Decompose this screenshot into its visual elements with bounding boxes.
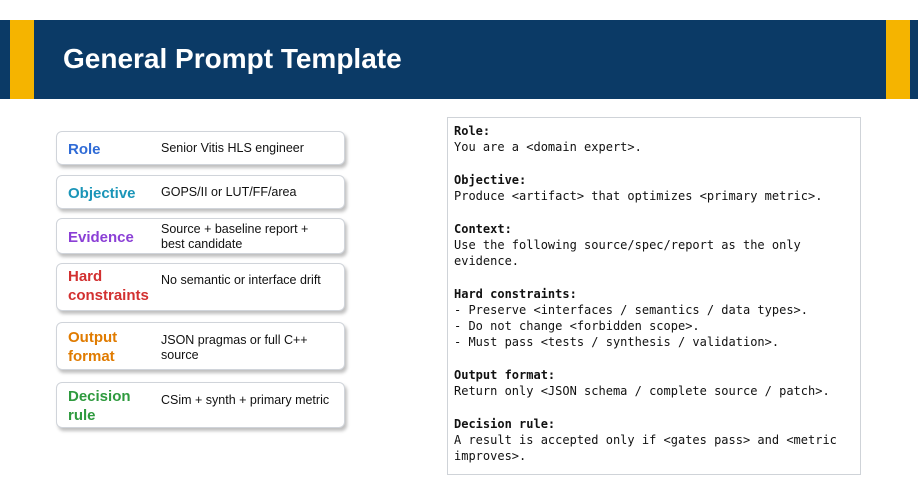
- output-format-label: Output format: [68, 329, 118, 365]
- role-section: Role: You are a <domain expert>.: [454, 123, 854, 155]
- objective-text: Produce <artifact> that optimizes <prima…: [454, 189, 823, 203]
- constraints-heading: Hard constraints:: [454, 287, 577, 301]
- title-banner: General Prompt Template: [0, 20, 918, 99]
- decision-section: Decision rule: A result is accepted only…: [454, 416, 854, 464]
- role-heading: Role:: [454, 124, 491, 138]
- constraint-line: - Do not change <forbidden scope>.: [454, 319, 700, 333]
- role-card: Role Senior Vitis HLS engineer: [56, 131, 345, 165]
- accent-bar-left: [10, 20, 34, 99]
- hard-constraints-description: No semantic or interface drift: [161, 273, 321, 287]
- decision-rule-description: CSim + synth + primary metric: [161, 393, 330, 407]
- objective-description: GOPS/II or LUT/FF/area: [161, 185, 297, 199]
- decision-text: A result is accepted only if <gates pass…: [454, 433, 845, 463]
- output-section: Output format: Return only <JSON schema …: [454, 367, 854, 399]
- prompt-template-block: Role: You are a <domain expert>. Objecti…: [447, 117, 861, 475]
- role-description: Senior Vitis HLS engineer: [161, 141, 304, 155]
- objective-label: Objective: [68, 185, 136, 202]
- evidence-label: Evidence: [68, 229, 134, 246]
- objective-section: Objective: Produce <artifact> that optim…: [454, 172, 854, 204]
- objective-card: Objective GOPS/II or LUT/FF/area: [56, 175, 345, 209]
- decision-heading: Decision rule:: [454, 417, 556, 431]
- output-format-description: JSON pragmas or full C++ source: [161, 333, 308, 362]
- output-heading: Output format:: [454, 368, 556, 382]
- constraint-line: - Must pass <tests / synthesis / validat…: [454, 335, 780, 349]
- hard-constraints-card: Hard constraints No semantic or interfac…: [56, 263, 345, 311]
- page-title: General Prompt Template: [63, 43, 402, 74]
- context-text: Use the following source/spec/report as …: [454, 238, 809, 268]
- evidence-card: Evidence Source + baseline report + best…: [56, 218, 345, 254]
- context-section: Context: Use the following source/spec/r…: [454, 221, 854, 269]
- constraints-section: Hard constraints: - Preserve <interfaces…: [454, 286, 854, 350]
- role-text: You are a <domain expert>.: [454, 140, 642, 154]
- role-label: Role: [68, 141, 101, 158]
- evidence-description: Source + baseline report + best candidat…: [161, 222, 309, 251]
- context-heading: Context:: [454, 222, 512, 236]
- constraint-line: - Preserve <interfaces / semantics / dat…: [454, 303, 809, 317]
- objective-heading: Objective:: [454, 173, 527, 187]
- output-format-card: Output format JSON pragmas or full C++ s…: [56, 322, 345, 370]
- hard-constraints-label: Hard constraints: [68, 268, 149, 304]
- decision-rule-label: Decision rule: [68, 388, 131, 424]
- accent-bar-right: [886, 20, 910, 99]
- decision-rule-card: Decision rule CSim + synth + primary met…: [56, 382, 345, 428]
- output-text: Return only <JSON schema / complete sour…: [454, 384, 830, 398]
